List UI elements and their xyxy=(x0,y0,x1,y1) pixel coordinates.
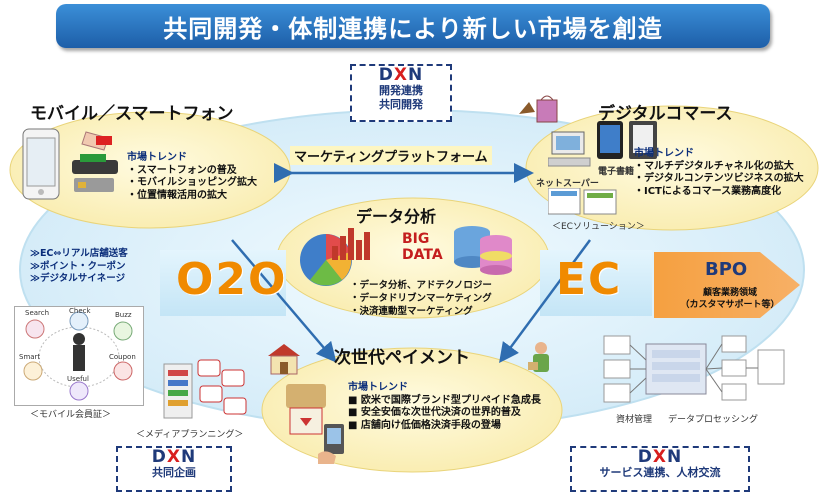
o2o-box xyxy=(160,250,286,316)
mobile-trends: 市場トレンド ・スマートフォンの普及 ・モバイルショッピング拡大 ・位置情報活用… xyxy=(127,152,257,202)
bpo-label: BPO xyxy=(705,259,748,280)
payment-trend-item: ■ 安全安価な次世代決済の世界的普及 xyxy=(348,407,521,418)
mobile-trend-item: ・モバイルショッピング拡大 xyxy=(127,177,257,188)
dxn-bottom-right-line: サービス連携、人材交流 xyxy=(599,466,721,479)
mobile-member-panel: Search Check Buzz Smart Coupon Useful xyxy=(14,306,144,406)
dxn-top-box: DXN 開発連携 共同開発 xyxy=(350,64,452,122)
payment-trend-item: ■ 欧米で国際ブランド型プリペイド急成長 xyxy=(348,394,541,406)
member-icon-label: Useful xyxy=(67,375,89,383)
big-data-label: BIG DATA xyxy=(402,231,443,263)
mobile-trend-head: 市場トレンド xyxy=(127,152,187,163)
member-icon-label: Check xyxy=(69,307,91,315)
o2o-item: ≫デジタルサイネージ xyxy=(30,273,126,284)
o2o-item: ≫ポイント・クーポン xyxy=(30,260,126,272)
dxn-logo: DXN xyxy=(151,447,197,467)
payment-terminal-icon xyxy=(286,384,326,435)
bpo-lines: 顧客業務領域 （カスタマサポート等） xyxy=(666,287,794,311)
member-icon-label: Coupon xyxy=(109,353,136,361)
dxn-bottom-left-line: 共同企画 xyxy=(152,466,196,479)
member-icon-label: Buzz xyxy=(115,311,132,319)
mobile-title: モバイル／スマートフォン xyxy=(30,104,234,124)
platform-label: マーケティングプラットフォーム xyxy=(290,146,492,165)
analytics-item: ・データドリブンマーケティング xyxy=(350,293,492,304)
arrow-right-payment xyxy=(499,239,592,364)
bpo-line: （カスタマサポート等） xyxy=(680,300,780,310)
data-word: DATA xyxy=(402,247,443,263)
analytics-title: データ分析 xyxy=(356,207,437,226)
dxn-logo: DXN xyxy=(637,447,683,467)
commerce-trend-head: 市場トレンド xyxy=(634,148,694,159)
net-super-label: ネットスーパー xyxy=(536,179,599,189)
database-icon xyxy=(454,226,512,275)
dxn-top-line-2: 共同開発 xyxy=(379,98,423,111)
o2o-list: ≫EC⇔リアル店舗送客 ≫ポイント・クーポン ≫デジタルサイネージ xyxy=(30,248,128,286)
ec-solution-screens xyxy=(548,188,617,215)
mobile-trend-item: ・スマートフォンの普及 xyxy=(127,164,237,176)
payment-trends: 市場トレンド ■ 欧米で国際ブランド型プリペイド急成長 ■ 安全安価な次世代決済… xyxy=(348,382,541,432)
commerce-trend-item: ・ICTによるコマース業務高度化 xyxy=(634,185,782,197)
bpo-caption-materials: 資材管理 xyxy=(616,415,653,425)
analytics-item: ・データ分析、アドテクノロジー xyxy=(350,280,492,291)
media-planning-caption: ＜メディアプランニング＞ xyxy=(136,430,244,440)
o2o-label: O2O xyxy=(176,254,288,305)
member-diagram xyxy=(23,311,133,401)
ebook-icon xyxy=(629,121,657,159)
media-planning-graphic xyxy=(163,359,247,419)
analytics-item: ・決済連動型マーケティング xyxy=(350,306,473,317)
big-word: BIG xyxy=(402,231,430,247)
member-icon-label: Smart xyxy=(19,353,41,361)
commerce-trend-item: ・マルチデジタルチャネル化の拡大 xyxy=(634,160,794,172)
bpo-line: 顧客業務領域 xyxy=(702,288,757,298)
computer-icon xyxy=(548,131,591,167)
ec-label: EC xyxy=(556,254,623,305)
mobile-member-caption: ＜モバイル会員証＞ xyxy=(30,410,112,420)
commerce-trends: 市場トレンド ・マルチデジタルチャネル化の拡大 ・デジタルコンテンツビジネスの拡… xyxy=(634,148,804,198)
arrow-left-payment xyxy=(231,239,337,363)
page-title: 共同開発・体制連携により新しい市場を創造 xyxy=(56,4,770,48)
shopping-bag-icon xyxy=(519,95,558,123)
bpo-arrow xyxy=(654,252,800,318)
payment-trend-item: ■ 店舗向け低価格決済手段の登場 xyxy=(348,419,501,431)
commerce-trend-item: ・デジタルコンテンツビジネスの拡大 xyxy=(634,173,804,184)
bpo-caption-processing: データプロセッシング xyxy=(668,415,759,425)
ebook-label: 電子書籍 xyxy=(598,167,635,177)
member-icon-label: Search xyxy=(25,309,50,317)
smartphone-icon xyxy=(22,128,60,200)
dxn-top-line-1: 開発連携 xyxy=(379,84,423,97)
shop-icon xyxy=(268,344,300,375)
person-icon xyxy=(528,342,549,372)
payment-trend-head: 市場トレンド xyxy=(348,382,408,393)
ec-solution-caption: ＜ECソリューション＞ xyxy=(552,222,645,232)
o2o-item: ≫EC⇔リアル店舗送客 xyxy=(30,248,128,259)
payment-title: 次世代ペイメント xyxy=(334,348,470,368)
analytics-list: ・データ分析、アドテクノロジー ・データドリブンマーケティング ・決済連動型マー… xyxy=(350,279,492,318)
dxn-bottom-left-box: DXN 共同企画 xyxy=(116,446,232,492)
dxn-logo: DXN xyxy=(378,65,424,85)
dxn-bottom-right-box: DXN サービス連携、人材交流 xyxy=(570,446,750,492)
bpo-process-diagram xyxy=(603,335,785,403)
card-reader-icon xyxy=(72,131,118,192)
commerce-title: デジタルコマース xyxy=(598,104,733,124)
mobile-trend-item: ・位置情報活用の拡大 xyxy=(127,189,227,201)
bar-chart-icon xyxy=(332,228,370,260)
card-hand-icon xyxy=(318,424,344,464)
tablet-icon xyxy=(597,121,623,159)
